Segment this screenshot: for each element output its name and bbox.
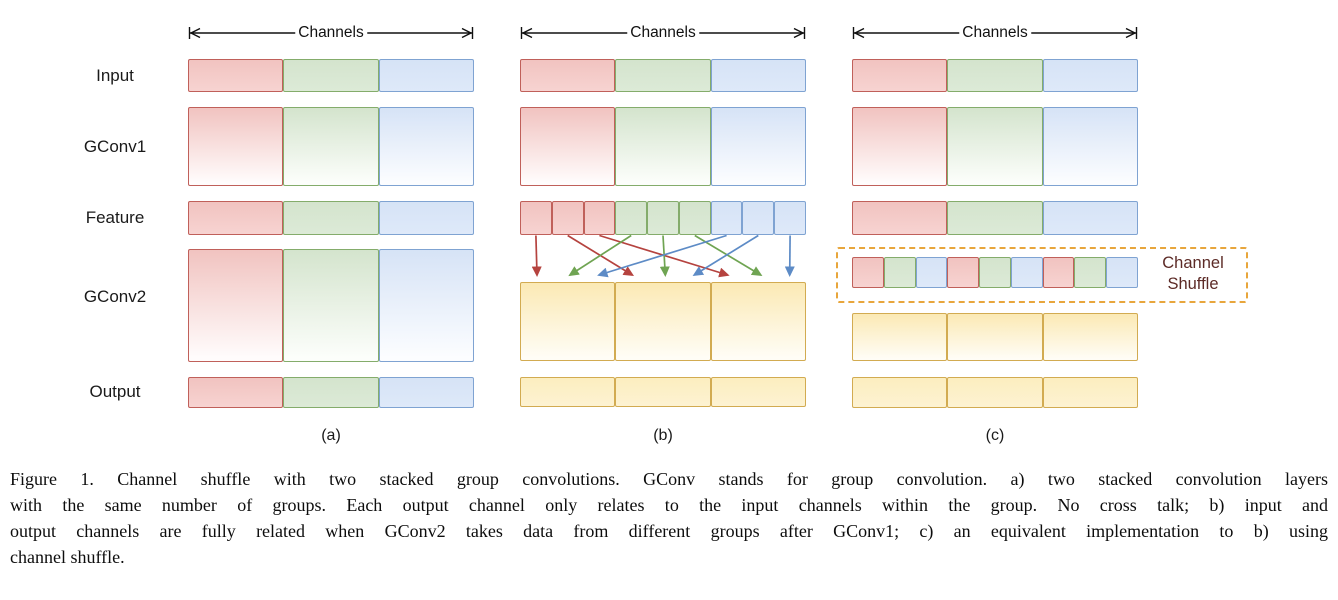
- channels-span-a: Channels: [188, 24, 474, 42]
- panel-c-gconv2-group3-block: [1042, 313, 1138, 361]
- panel-c-shuffle-cell-1-red: [852, 257, 884, 288]
- panel-c-feature-red-block: [852, 201, 948, 235]
- channels-span-c: Channels: [852, 24, 1138, 42]
- panel-b-gconv1-red-block: [520, 107, 616, 186]
- panel-b-gconv2-group3-block: [710, 282, 806, 361]
- panel-c-input-red-block: [852, 59, 948, 92]
- panel-b-input-blue-block: [710, 59, 806, 92]
- panel-a-gconv2-blue-block: [378, 249, 474, 362]
- panel-b-feature-subcell-1-red: [520, 201, 552, 235]
- channel-shuffle-label-line2: Shuffle: [1167, 275, 1219, 293]
- panel-a-feature-blue-block: [378, 201, 474, 235]
- panel-b-output-group2-block: [615, 377, 711, 407]
- shuffle-arrow-blue-1: [597, 234, 727, 278]
- panel-c-gconv1-green-block: [947, 107, 1043, 186]
- caption-line-4: channel shuffle.: [10, 547, 125, 567]
- shuffle-arrow-red-1: [531, 235, 542, 277]
- panel-c-output-group3-block: [1042, 377, 1138, 408]
- panel-c-input-green-block: [947, 59, 1043, 92]
- caption-line-3: output channels are fully related when G…: [10, 521, 1328, 541]
- panel-c-gconv1-red-block: [852, 107, 948, 186]
- panel-label-b: (b): [653, 427, 673, 444]
- panel-c-gconv2-group2-block: [947, 313, 1043, 361]
- channel-shuffle-dashed-box: [836, 247, 1248, 303]
- panel-c-shuffle-cell-8-green: [1074, 257, 1107, 288]
- panel-a-gconv1-green-block: [283, 107, 379, 186]
- panel-a-input-blue-block: [378, 59, 474, 92]
- caption-line-1: Figure 1. Channel shuffle with two stack…: [10, 469, 1328, 489]
- row-label-input: Input: [96, 66, 134, 85]
- panel-label-a: (a): [321, 427, 341, 444]
- panel-a-gconv1-blue-block: [378, 107, 474, 186]
- panel-c-shuffle-cell-7-red: [1042, 257, 1075, 288]
- panel-b-gconv1-green-block: [615, 107, 711, 186]
- panel-b-feature-subcell-9-blue: [774, 201, 806, 235]
- row-label-output: Output: [89, 382, 141, 401]
- panel-b-feature-subcell-5-green: [647, 201, 679, 235]
- panel-a-input-green-block: [283, 59, 379, 92]
- channel-shuffle-label-line1: Channel: [1162, 254, 1224, 272]
- panel-b-gconv1-blue-block: [710, 107, 806, 186]
- panel-c-gconv1-blue-block: [1042, 107, 1138, 186]
- channel-shuffle-label: Channel Shuffle: [1142, 253, 1244, 295]
- panel-b-gconv2-group1-block: [520, 282, 616, 361]
- panel-b-gconv2-group2-block: [615, 282, 711, 361]
- panel-a-gconv2-red-block: [188, 249, 284, 362]
- panel-a-output-red-block: [188, 377, 284, 408]
- panel-b-feature-subcell-4-green: [615, 201, 648, 235]
- panel-b-input-red-block: [520, 59, 616, 92]
- panel-a-feature-red-block: [188, 201, 284, 235]
- panel-c-feature-green-block: [947, 201, 1043, 235]
- panel-c-output-group2-block: [947, 377, 1043, 408]
- panel-a-output-blue-block: [378, 377, 474, 408]
- panel-b-input-green-block: [615, 59, 711, 92]
- panel-b-feature-subcell-7-blue: [710, 201, 743, 235]
- shuffle-arrow-blue-2: [692, 234, 759, 277]
- row-label-feature: Feature: [85, 208, 145, 227]
- caption-line-2: with the same number of groups. Each out…: [10, 495, 1328, 515]
- panel-b-feature-subcell-3-red: [583, 201, 616, 235]
- panel-c-shuffle-cell-3-blue: [915, 257, 948, 288]
- row-label-gconv2: GConv2: [83, 287, 147, 306]
- panel-label-c: (c): [985, 427, 1005, 444]
- figure-diagram: Input GConv1 Feature GConv2 Output (a) (…: [83, 24, 1248, 444]
- panel-a-output-green-block: [283, 377, 379, 408]
- panel-c-input-blue-block: [1042, 59, 1138, 92]
- panel-c-output-group1-block: [852, 377, 948, 408]
- channels-span-b: Channels: [520, 24, 806, 42]
- figure-caption: Figure 1. Channel shuffle with two stack…: [10, 466, 1328, 570]
- panel-b-feature-subcell-8-blue: [742, 201, 775, 235]
- gconv2-crossing-arrows: [531, 234, 795, 278]
- panel-a-feature-green-block: [283, 201, 379, 235]
- panel-c-shuffle-cell-2-green: [883, 257, 916, 288]
- channels-label: Channels: [627, 24, 699, 42]
- channels-label: Channels: [295, 24, 367, 42]
- panel-a-gconv1-red-block: [188, 107, 284, 186]
- panel-c-shuffle-cell-6-blue: [1010, 257, 1043, 288]
- panel-b-feature-subcell-6-green: [678, 201, 711, 235]
- row-label-gconv1: GConv1: [83, 137, 147, 156]
- channels-label: Channels: [959, 24, 1031, 42]
- panel-c-shuffle-cell-9-blue: [1106, 257, 1138, 288]
- panel-a-input-red-block: [188, 59, 284, 92]
- panel-a-gconv2-green-block: [283, 249, 379, 362]
- panel-b-feature-subcell-2-red: [551, 201, 584, 235]
- panel-c-shuffle-cell-5-green: [979, 257, 1011, 288]
- panel-b-output-group3-block: [710, 377, 806, 407]
- panel-c-gconv2-group1-block: [852, 313, 948, 361]
- panel-c-feature-blue-block: [1042, 201, 1138, 235]
- shuffle-arrow-green-1: [568, 234, 632, 277]
- panel-c-shuffle-cell-4-red: [947, 257, 980, 288]
- panel-b-output-group1-block: [520, 377, 616, 407]
